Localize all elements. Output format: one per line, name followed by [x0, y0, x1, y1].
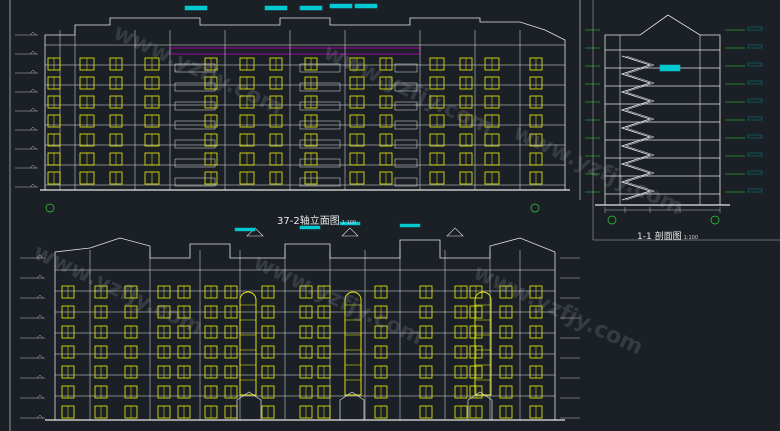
level-tag [747, 188, 763, 193]
balcony-railing [174, 177, 216, 187]
balcony-railing [174, 82, 216, 92]
level-marker [29, 69, 37, 74]
axis-bubble [710, 215, 720, 225]
stair-window [239, 291, 257, 396]
balcony-railing [299, 177, 341, 187]
level-marker [36, 394, 44, 399]
dimension-tag [354, 3, 378, 9]
stair-window [474, 291, 492, 396]
balcony-railing [394, 120, 418, 130]
level-marker [36, 414, 44, 419]
dimension-tag [299, 225, 321, 230]
dimension-tag [184, 5, 208, 11]
balcony-railing [299, 120, 341, 130]
balcony-railing [394, 139, 418, 149]
axis-bubble [607, 215, 617, 225]
stair-flight [620, 55, 652, 201]
dimension-tag [329, 3, 353, 9]
balcony-railing [394, 82, 418, 92]
entrance-canopy [236, 391, 262, 420]
dimension-tag [339, 221, 361, 226]
roof-dormer [446, 227, 464, 237]
balcony-railing [394, 177, 418, 187]
level-tag [747, 152, 763, 157]
dimension-tag [234, 227, 256, 232]
balcony-railing [174, 120, 216, 130]
balcony-railing [299, 158, 341, 168]
balcony-railing [394, 63, 418, 73]
balcony-railing [174, 101, 216, 111]
dimension-tag [399, 223, 421, 228]
entrance-canopy [339, 391, 365, 420]
axis-bubble [45, 203, 55, 213]
level-marker [36, 294, 44, 299]
level-marker [36, 334, 44, 339]
balcony-railing [394, 158, 418, 168]
balcony-railing [174, 63, 216, 73]
roof-dormer [341, 227, 359, 237]
section-outline [604, 14, 721, 205]
level-marker [29, 31, 37, 36]
level-tag [747, 134, 763, 139]
level-marker [36, 314, 44, 319]
dimension-tag [299, 5, 323, 11]
balcony-railing [299, 82, 341, 92]
level-marker [36, 254, 44, 259]
axis-bubble [530, 203, 540, 213]
top-elevation-outline [44, 17, 566, 190]
level-tag [747, 116, 763, 121]
entrance-canopy [467, 391, 493, 420]
balcony-railing [174, 158, 216, 168]
balcony-railing [299, 63, 341, 73]
level-marker [29, 164, 37, 169]
bottom-elevation-outline [54, 237, 556, 420]
level-tag [747, 98, 763, 103]
balcony-railing [394, 101, 418, 111]
level-tag [747, 170, 763, 175]
level-marker [36, 274, 44, 279]
level-marker [36, 354, 44, 359]
balcony-railing [299, 101, 341, 111]
stair-window [344, 291, 362, 396]
roof-band [169, 47, 421, 55]
balcony-railing [299, 139, 341, 149]
level-tag [747, 80, 763, 85]
dimension-tag [264, 5, 288, 11]
level-marker [36, 374, 44, 379]
roof-dormer [246, 227, 264, 237]
level-tag [747, 26, 763, 31]
level-tag [747, 44, 763, 49]
level-marker [29, 88, 37, 93]
stair-flight-inner [625, 55, 655, 201]
level-tag [747, 62, 763, 67]
level-marker [29, 183, 37, 188]
level-marker [29, 145, 37, 150]
balcony-railing [174, 139, 216, 149]
dimension-tag [659, 64, 681, 72]
level-marker [29, 126, 37, 131]
level-marker [29, 50, 37, 55]
level-marker [29, 107, 37, 112]
